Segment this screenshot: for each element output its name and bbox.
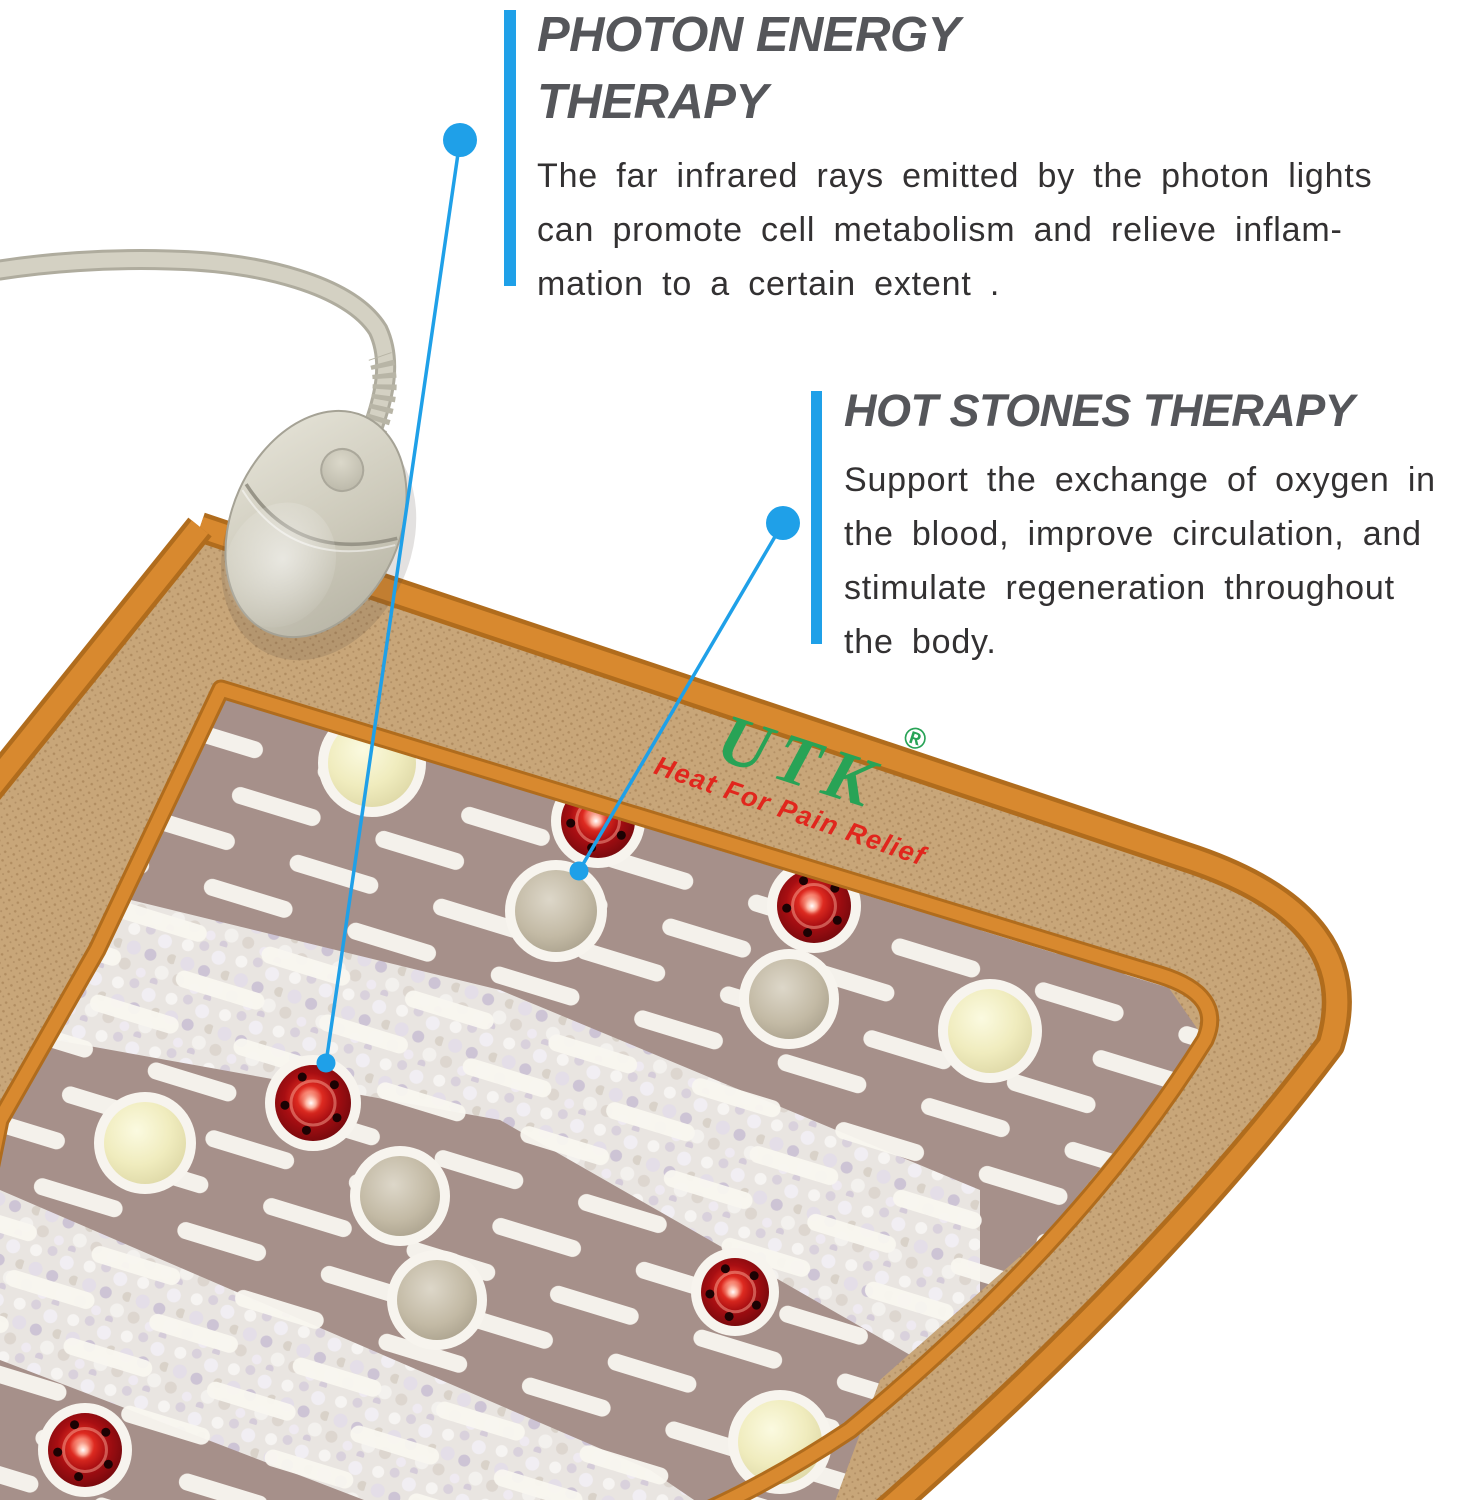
mat-interior	[0, 689, 1205, 1500]
photon-led-dot	[101, 1427, 111, 1437]
photon-led-dot	[301, 1125, 311, 1135]
stone-gray	[505, 860, 607, 962]
stone-cream	[938, 979, 1042, 1083]
hot-stones-callout-block: HOT STONES THERAPY Support the exchange …	[844, 382, 1436, 669]
brand-registered-mark: ®	[899, 720, 930, 758]
photon-led-dot	[297, 1072, 307, 1082]
photon-callout-block: PHOTON ENERGY THERAPY The far infrared r…	[537, 2, 1372, 311]
stone-gray	[739, 949, 839, 1049]
photon-led-dot	[705, 1289, 715, 1299]
stones-layer	[38, 709, 1042, 1497]
photon-description-line: The far infrared rays emitted by the pho…	[537, 157, 1373, 195]
callouts-layer	[316, 123, 800, 1073]
callout-leader-line	[577, 522, 785, 872]
cable-strain-relief	[362, 352, 397, 437]
stone-gray	[350, 1146, 450, 1246]
hot-stones-heading: HOT STONES THERAPY	[844, 385, 1355, 436]
photon-heading-line2: THERAPY	[537, 75, 768, 129]
photon-led-dot	[329, 1080, 339, 1090]
photon-description: The far infrared rays emitted by the pho…	[537, 149, 1372, 311]
photon-led-dot	[70, 1420, 80, 1430]
photon-led-dot	[799, 876, 809, 886]
callout-hot-stones	[569, 506, 800, 881]
heating-mat: UTK ® Heat For Pain Relief	[0, 512, 1352, 1500]
photon-led-glow	[800, 894, 824, 918]
photon-led-dot	[803, 928, 813, 938]
photon-led-dot	[103, 1459, 113, 1469]
photon-led-glow	[71, 1438, 95, 1462]
controller-body-group	[221, 409, 417, 661]
photon-led-dot	[720, 1264, 730, 1274]
stone-red	[691, 1248, 779, 1336]
hot-stones-description-line: stimulate regeneration throughout	[844, 569, 1395, 607]
callout-target-dot	[569, 861, 589, 881]
mat-outer-trim-highlight	[196, 517, 1348, 1500]
hot-stones-description: Support the exchange of oxygen in the bl…	[844, 453, 1436, 669]
controller-button[interactable]	[315, 442, 370, 497]
controller-gloss	[224, 502, 337, 628]
photon-description-line: mation to a certain extent .	[537, 265, 1001, 303]
photon-led-dot	[724, 1311, 734, 1321]
photon-led-dot	[832, 915, 842, 925]
photon-led-glow	[299, 1091, 323, 1115]
callout-anchor-dot	[766, 506, 800, 540]
photon-led-dot	[616, 830, 626, 840]
hot-stones-description-line: Support the exchange of oxygen in	[844, 461, 1436, 499]
mat-inner-trim-highlight	[0, 682, 1217, 1500]
photon-led-dot	[751, 1300, 761, 1310]
photon-led-dot	[566, 818, 576, 828]
photon-led-glow	[584, 809, 608, 833]
callout-anchor-dot	[443, 123, 477, 157]
photon-accent-bar	[504, 10, 516, 286]
mat-left-trim-highlight	[0, 520, 209, 793]
stone-gray	[387, 1250, 487, 1350]
callout-target-dot	[316, 1053, 336, 1073]
photon-led-dot	[749, 1271, 759, 1281]
stone-red	[38, 1403, 132, 1497]
hot-stones-description-line: the blood, improve circulation, and	[844, 515, 1422, 553]
photon-description-line: can promote cell metabolism and relieve …	[537, 211, 1343, 249]
stone-red	[265, 1055, 361, 1151]
photon-led-dot	[280, 1100, 290, 1110]
photon-led-dot	[53, 1447, 63, 1457]
photon-heading-line1: PHOTON ENERGY	[537, 8, 960, 62]
photon-led-dot	[782, 903, 792, 913]
callout-leader-line	[324, 139, 462, 1064]
hot-stones-accent-bar	[811, 391, 822, 644]
controller-unit	[0, 249, 417, 661]
stone-cream	[94, 1092, 196, 1194]
photon-led-dot	[74, 1472, 84, 1482]
photon-led-glow	[722, 1281, 744, 1303]
hot-stones-description-line: the body.	[844, 623, 997, 661]
controller-cable-core	[0, 252, 394, 438]
photon-led-dot	[332, 1113, 342, 1123]
callout-photon-energy	[316, 123, 477, 1073]
